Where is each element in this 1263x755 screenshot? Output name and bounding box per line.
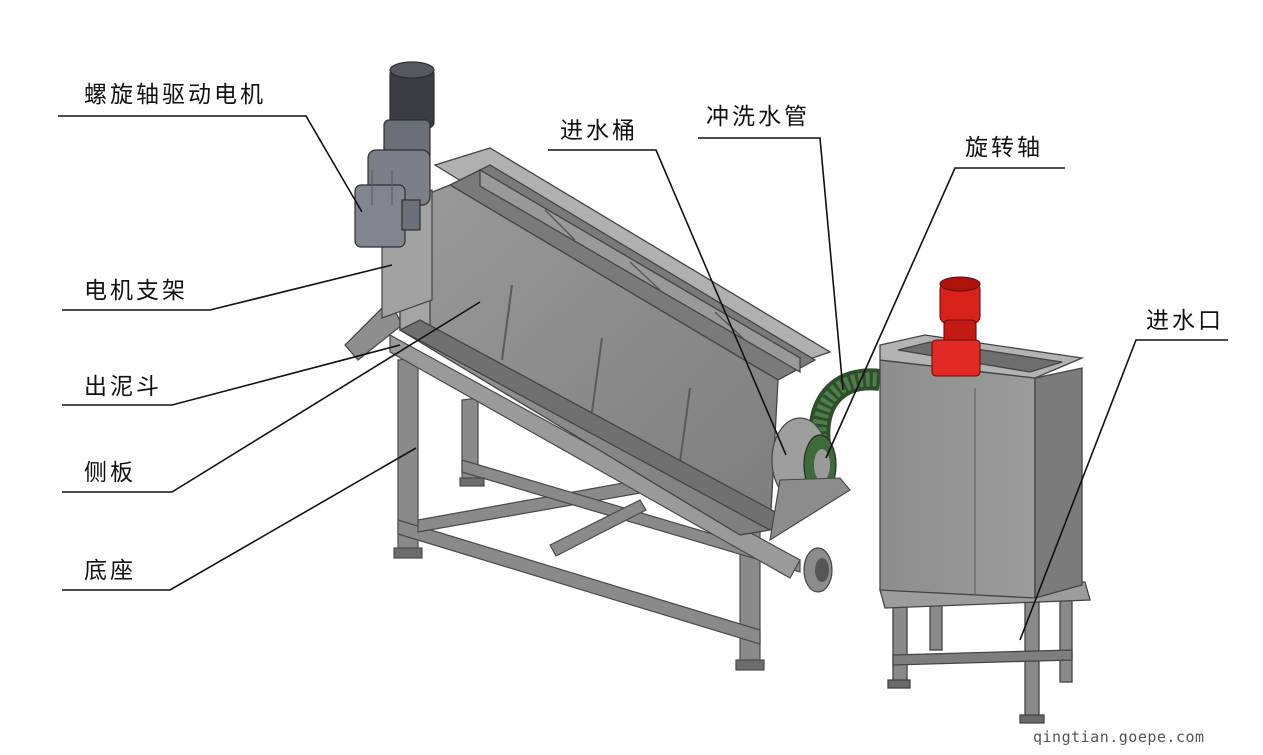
main-base-frame [389,333,801,671]
leader-sludge-hopper [62,344,401,406]
leader-base [62,447,417,591]
leader-motor-bracket [62,264,393,311]
main-body [398,147,832,536]
label-motor-bracket: 电机支架 [84,278,188,304]
leader-inlet-tank [548,149,787,456]
label-water-inlet: 进水口 [1146,308,1224,334]
drive-motor [354,61,435,248]
label-drive-motor: 螺旋轴驱动电机 [84,82,266,108]
label-side-plate: 侧板 [84,460,136,486]
label-flush-pipe: 冲洗水管 [706,104,810,130]
label-base: 底座 [84,558,136,584]
label-sludge-hopper: 出泥斗 [84,374,162,400]
leader-water-inlet [1019,339,1228,641]
leader-lines [58,115,1228,641]
inlet-tank [879,334,1091,724]
label-rotating-shaft: 旋转轴 [965,135,1043,161]
label-inlet-tank: 进水桶 [560,118,638,144]
red-mixer-motor [931,276,981,377]
leader-flush-pipe [698,137,844,391]
leader-motor [58,115,363,213]
watermark-text: qingtian.goepe.com [1033,728,1205,746]
leader-rotating-shaft [825,167,1065,459]
leader-side-plate [62,301,481,493]
